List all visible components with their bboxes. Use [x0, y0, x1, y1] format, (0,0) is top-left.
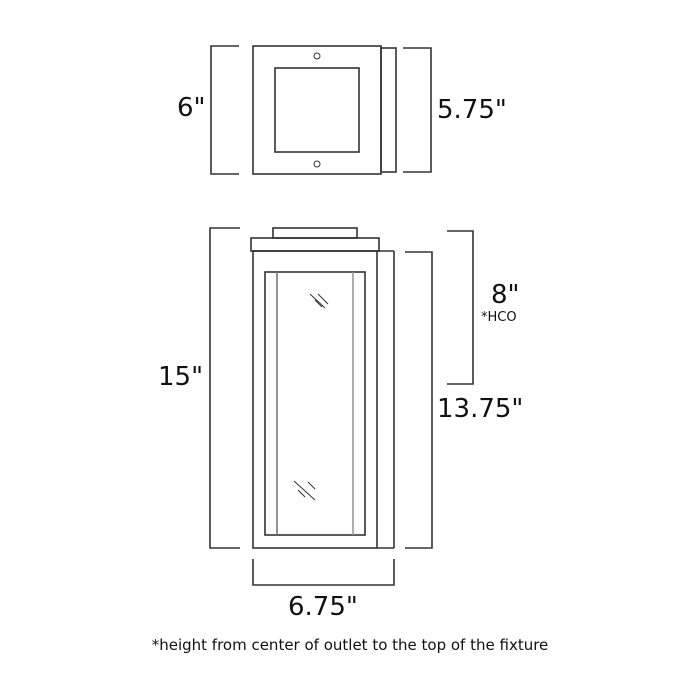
height-dimension: 15"	[158, 362, 204, 392]
hco-bracket	[447, 230, 474, 385]
top-screw-hole	[313, 52, 321, 60]
top-right-dimension: 5.75"	[437, 95, 507, 125]
fixture-top-band	[250, 237, 380, 252]
top-side-strip	[380, 47, 397, 173]
width-bracket	[252, 559, 395, 586]
hco-dimension: 8"	[491, 280, 520, 310]
depth-dimension: 13.75"	[437, 394, 524, 424]
depth-bracket	[405, 251, 433, 549]
bottom-screw-hole	[313, 160, 321, 168]
top-inner-square	[274, 67, 360, 153]
fixture-cap	[272, 227, 358, 239]
height-bracket	[209, 227, 240, 549]
top-plate	[252, 45, 382, 175]
fixture-body	[252, 250, 378, 549]
top-left-dimension: 6"	[177, 93, 206, 123]
hco-label: *HCO	[481, 310, 517, 325]
top-left-bracket	[210, 45, 239, 175]
footnote: *height from center of outlet to the top…	[151, 636, 549, 654]
top-right-bracket	[403, 47, 432, 173]
glass-frame	[264, 271, 366, 536]
width-dimension: 6.75"	[288, 592, 358, 622]
